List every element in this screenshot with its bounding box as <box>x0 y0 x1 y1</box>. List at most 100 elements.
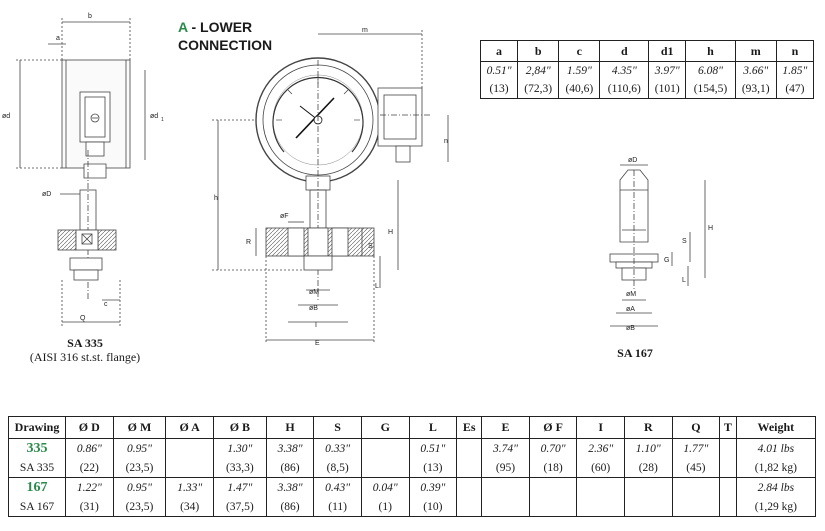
section-title: A - LOWER CONNECTION <box>178 18 272 54</box>
dim-L-center: L <box>375 283 379 290</box>
spec-cell: 1.10" <box>623 438 673 458</box>
spec-header: Weight <box>735 416 817 439</box>
spec-cell: (11) <box>313 497 362 517</box>
drawing-label: SA 335 <box>8 458 66 478</box>
spec-header: Ø M <box>112 416 167 439</box>
spec-cell <box>165 438 214 458</box>
spec-row-335-inch: 335 0.86" 0.95" 1.30" 3.38" 0.33" 0.51" … <box>8 438 817 458</box>
technical-drawing: b a ød ød 1 øD c Q m n h øF H R S L øM ø… <box>2 13 713 347</box>
spec-header-row: Drawing Ø D Ø M Ø A Ø B H S G L Es E Ø F… <box>8 416 817 439</box>
dimension-labels: b a ød ød 1 øD c Q m n h øF H R S L øM ø… <box>2 13 713 347</box>
spec-cell <box>456 497 483 517</box>
dim-R: R <box>246 239 251 246</box>
spec-cell <box>481 477 530 497</box>
dim-cell: 6.08" <box>685 61 736 80</box>
dim-cell: 1.85" <box>775 61 815 80</box>
dim-cell: 4.35" <box>599 61 650 80</box>
dimensions-header-row: a b c d d1 h m n <box>479 40 815 62</box>
dim-d1-sub: 1 <box>161 117 164 123</box>
spec-cell: (86) <box>265 458 315 478</box>
spec-cell <box>623 477 673 497</box>
dim-a: a <box>56 35 60 42</box>
spec-cell <box>719 477 737 497</box>
spec-header: Ø D <box>65 416 114 439</box>
spec-header: S <box>313 416 362 439</box>
spec-cell: (95) <box>481 458 530 478</box>
weight-cell: 4.01 lbs <box>735 438 817 458</box>
spec-cell: (33,3) <box>212 458 267 478</box>
spec-header: L <box>408 416 458 439</box>
dim-cell: 3.66" <box>734 61 777 80</box>
spec-header: E <box>481 416 530 439</box>
dimensions-mm-row: (13) (72,3) (40,6) (110,6) (101) (154,5)… <box>479 80 815 99</box>
dim-header: c <box>558 40 601 62</box>
sa167-caption: SA 167 <box>617 346 653 360</box>
dim-cell: 0.51" <box>479 61 519 80</box>
dim-B-center: øB <box>309 305 318 312</box>
spec-cell: 0.95" <box>112 477 167 497</box>
dim-header: d1 <box>648 40 687 62</box>
dim-cell: 3.97" <box>648 61 687 80</box>
spec-cell <box>671 477 721 497</box>
spec-cell: 1.22" <box>65 477 114 497</box>
spec-cell: 0.04" <box>360 477 410 497</box>
dim-c: c <box>104 301 108 308</box>
spec-cell: 0.39" <box>408 477 458 497</box>
spec-cell: 1.47" <box>212 477 267 497</box>
dim-h: h <box>214 195 218 202</box>
dim-D-right: øD <box>628 157 637 164</box>
spec-cell: (18) <box>528 458 578 478</box>
spec-cell: 0.70" <box>528 438 578 458</box>
drawing-code: 167 <box>8 477 66 497</box>
spec-header: H <box>265 416 315 439</box>
spec-cell: (1) <box>360 497 410 517</box>
spec-cell <box>481 497 530 517</box>
spec-cell: (45) <box>671 458 721 478</box>
dim-M-right: øM <box>626 291 636 298</box>
spec-cell <box>165 458 214 478</box>
drawing-code: 335 <box>8 438 66 458</box>
dimensions-inch-row: 0.51" 2,84" 1.59" 4.35" 3.97" 6.08" 3.66… <box>479 61 815 80</box>
spec-cell: (86) <box>265 497 315 517</box>
spec-header: Ø F <box>528 416 578 439</box>
spec-cell <box>456 458 483 478</box>
dim-header: d <box>599 40 650 62</box>
dim-M-center: øM <box>309 289 319 296</box>
weight-cell: 2.84 lbs <box>735 477 817 497</box>
spec-table: Drawing Ø D Ø M Ø A Ø B H S G L Es E Ø F… <box>8 416 817 517</box>
spec-cell: (37,5) <box>212 497 267 517</box>
spec-cell: (34) <box>165 497 214 517</box>
spec-cell: 0.33" <box>313 438 362 458</box>
spec-cell: 3.38" <box>265 477 315 497</box>
spec-cell <box>719 458 737 478</box>
weight-cell: (1,29 kg) <box>735 497 817 517</box>
dim-header: b <box>517 40 560 62</box>
spec-cell: 1.77" <box>671 438 721 458</box>
dim-H-right: H <box>708 225 713 232</box>
dim-D-left: øD <box>42 191 51 198</box>
spec-cell: (23,5) <box>112 497 167 517</box>
spec-cell: (10) <box>408 497 458 517</box>
spec-cell: (31) <box>65 497 114 517</box>
spec-cell: (13) <box>408 458 458 478</box>
spec-cell <box>360 438 410 458</box>
dim-n: n <box>444 138 448 145</box>
spec-header: G <box>360 416 410 439</box>
dim-L-right: L <box>682 277 686 284</box>
spec-cell <box>671 497 721 517</box>
dim-cell: (101) <box>648 80 687 99</box>
dim-d1: ød <box>150 113 158 120</box>
spec-header: R <box>623 416 673 439</box>
spec-cell: 0.51" <box>408 438 458 458</box>
spec-cell <box>528 497 578 517</box>
spec-cell <box>360 458 410 478</box>
spec-cell: 1.30" <box>212 438 267 458</box>
spec-cell: 0.43" <box>313 477 362 497</box>
spec-cell <box>576 497 625 517</box>
sa335-caption-sub: (AISI 316 st.st. flange) <box>29 350 141 364</box>
drawing-label: SA 167 <box>8 497 66 517</box>
spec-header: I <box>576 416 625 439</box>
dim-I: I <box>315 322 317 329</box>
dim-cell: (47) <box>775 80 815 99</box>
dim-cell: (13) <box>479 80 519 99</box>
